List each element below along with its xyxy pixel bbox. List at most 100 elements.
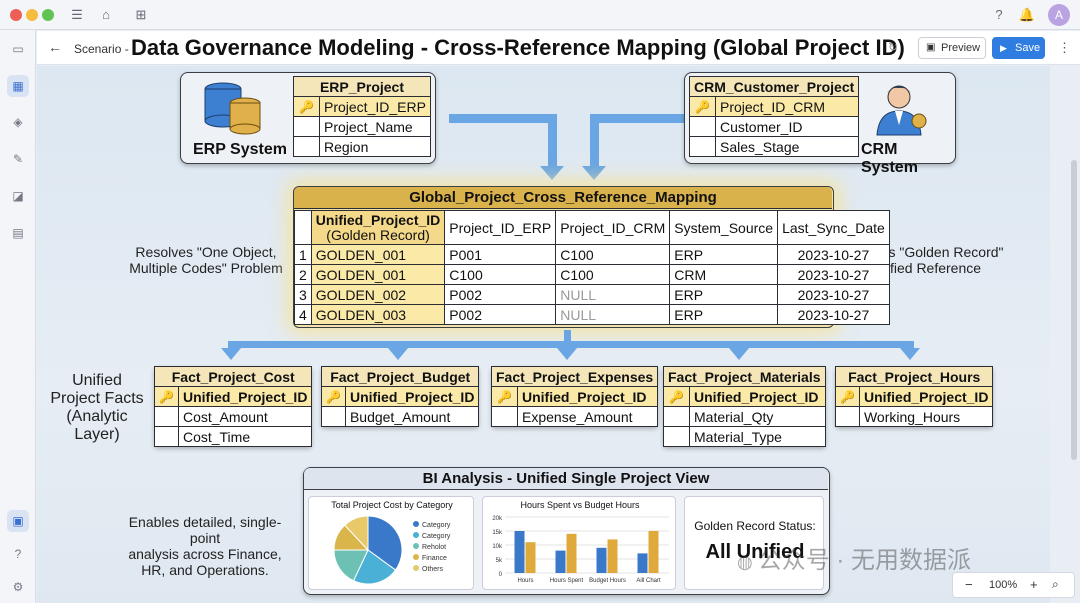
fact-arrowhead [900,348,920,360]
bar-chart-card[interactable]: Hours Spent vs Budget Hours 20k 15k 10k 5k 0… [482,496,676,590]
crm-flow-arrow [590,114,685,123]
erp-field: Region [319,136,431,157]
fact-project-expenses-table[interactable]: Fact_Project_Expenses 🔑Unified_Project_I… [490,366,659,427]
preview-button[interactable]: ▣Preview [918,37,986,59]
document-icon[interactable]: ▭ [12,42,24,56]
fact-project-materials-table[interactable]: Fact_Project_Materials 🔑Unified_Project_… [663,366,826,447]
golden-status-value: All Unified [705,541,805,563]
key-icon: 🔑 [491,386,518,407]
crm-table-title: CRM_Customer_Project [688,76,860,97]
clipboard-icon[interactable]: ▤ [12,226,24,240]
settings-icon[interactable]: ⚙ [12,580,24,594]
pie-legend-item: Reholot [413,543,450,554]
maximize-window-button[interactable] [42,9,54,21]
col-header: Project_ID_ERP [444,210,557,245]
mapping-card[interactable]: Global_Project_Cross_Reference_Mapping U… [293,186,890,328]
tab-icon[interactable]: ⊞ [135,7,147,22]
bi-analysis-panel[interactable]: BI Analysis - Unified Single Project Vie… [303,467,830,595]
diagram-canvas: ERP System ERP_Project 🔑Project_ID_ERP P… [37,66,1050,603]
bar [637,553,648,573]
avatar[interactable]: A [1048,4,1070,26]
y-tick-label: 0 [499,572,503,578]
more-options-button[interactable]: ⋮ [1058,40,1071,55]
mapping-title: Global_Project_Cross_Reference_Mapping [294,187,832,209]
bar [648,531,659,573]
col-header: System_Source [669,210,779,245]
bell-icon[interactable]: 🔔 [1018,7,1036,22]
bar [514,531,525,573]
col-header-unified: Unified_Project_ID(Golden Record) [310,210,446,245]
notes-icon[interactable]: ▣ [7,510,29,532]
breadcrumb[interactable]: Scenario - [74,42,129,56]
y-tick-label: 15k [492,530,503,536]
save-icon: ▶ [1000,43,1007,53]
fact-flow-stem [564,330,571,342]
fact-table-title: Fact_Project_Materials [663,366,826,387]
edit-icon[interactable]: ✎ [12,152,24,166]
fact-flow-arrow [228,341,914,348]
watermark: ◍ 公众号 · 无用数据派 [737,547,972,574]
bar [555,550,566,573]
crm-system-card[interactable]: CRM_Customer_Project 🔑Project_ID_CRM Cus… [684,72,956,176]
fact-project-cost-table[interactable]: Fact_Project_Cost 🔑Unified_Project_ID Co… [153,366,313,447]
y-tick-label: 20k [492,516,503,522]
key-icon: 🔑 [321,386,346,407]
table-icon[interactable]: ▦ [7,75,29,97]
erp-field: Project_Name [319,116,431,137]
golden-status-card[interactable]: Golden Record Status: All Unified [684,496,824,590]
erp-flow-arrowhead [540,166,564,180]
preview-icon: ▣ [926,42,936,53]
fact-arrowhead [557,348,577,360]
close-window-button[interactable] [10,9,22,21]
x-tick-label: Budget Hours [589,578,626,584]
col-header: Project_ID_CRM [555,210,671,245]
wechat-icon: ◍ [737,552,758,572]
erp-flow-arrow [449,114,557,123]
layers-icon[interactable]: ◈ [13,115,23,129]
key-icon: 🔑 [154,386,179,407]
pie-legend-item: Others [413,565,450,576]
bar [596,547,607,573]
save-button[interactable]: ▶Save [992,37,1045,59]
y-tick-label: 10k [492,544,503,550]
crm-field: Sales_Stage [714,136,860,157]
zoom-level: 100% [989,579,1018,591]
bi-title: BI Analysis - Unified Single Project Vie… [304,468,828,490]
pie-chart [333,515,403,585]
vertical-scrollbar[interactable] [1071,160,1077,460]
zoom-fit-icon[interactable]: ⌕ [1052,577,1059,591]
bar [566,533,577,573]
bar [525,542,536,573]
bar [607,539,618,573]
fact-project-budget-table[interactable]: Fact_Project_Budget 🔑Unified_Project_ID … [320,366,480,427]
fact-table-title: Fact_Project_Expenses [490,366,659,387]
erp-system-card[interactable]: ERP System ERP_Project 🔑Project_ID_ERP P… [180,72,436,164]
fact-arrowhead [221,348,241,360]
fact-project-hours-table[interactable]: Fact_Project_Hours 🔑Unified_Project_ID W… [834,366,994,427]
zoom-in-button[interactable]: + [1030,577,1038,592]
redo-icon[interactable]: ↻ [888,40,899,54]
menu-icon[interactable]: ☰ [71,7,83,22]
help-icon[interactable]: ? [995,7,1003,22]
crm-flow-arrow-down [590,114,599,169]
erp-table-title: ERP_Project [293,76,431,97]
crm-system-label: CRM System [861,141,918,176]
mapping-note-left: Resolves "One Object,Multiple Codes" Pro… [129,244,283,276]
minimize-window-button[interactable] [26,9,38,21]
chart-icon[interactable]: ◪ [12,189,24,203]
pie-chart-title: Total Project Cost by Category [331,500,453,510]
key-icon: 🔑 [835,386,860,407]
y-tick-label: 5k [496,558,503,564]
home-icon[interactable]: ⌂ [102,7,110,22]
bar-chart-title: Hours Spent vs Budget Hours [520,500,640,510]
back-button[interactable]: ← [48,39,62,55]
page-header [37,31,1080,65]
help-circle-icon[interactable]: ? [14,547,22,561]
key-icon: 🔑 [689,96,716,117]
zoom-out-button[interactable]: − [965,577,973,592]
